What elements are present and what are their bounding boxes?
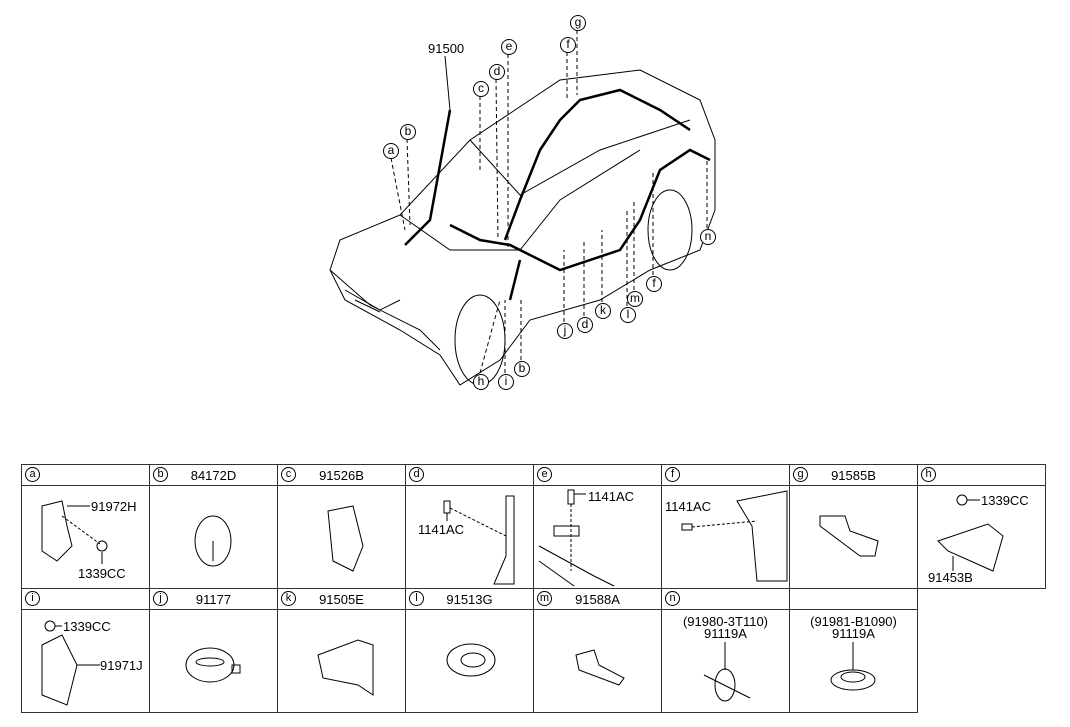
protector-icon <box>327 505 364 572</box>
cell-letter: c <box>281 467 296 482</box>
part-cell-k <box>277 609 406 713</box>
cell-part-number: 91505E <box>319 592 364 607</box>
part-cell-h: 1339CC 91453B <box>917 485 1046 589</box>
cell-part-number: 91585B <box>831 468 876 483</box>
part-label: 91453B <box>928 570 973 585</box>
callout-b2: b <box>514 361 530 377</box>
protector-icon <box>819 515 879 557</box>
part-cell-j <box>149 609 278 713</box>
grommet-icon <box>185 647 241 683</box>
part-label: 1339CC <box>63 619 111 634</box>
part-label: 1141AC <box>665 499 712 514</box>
callout-f: f <box>560 37 576 53</box>
cell-letter: k <box>281 591 296 606</box>
callout-d: d <box>489 64 505 80</box>
cell-letter: h <box>921 467 936 482</box>
cell-letter: g <box>793 467 808 482</box>
cell-letter: m <box>537 591 552 606</box>
cell-letter: l <box>409 591 424 606</box>
wiring-harness <box>404 88 711 301</box>
nut-cover-icon <box>937 494 1004 572</box>
protector-icon <box>575 649 625 686</box>
part-label: 1141AC <box>418 522 465 537</box>
bracket-icon <box>41 500 108 564</box>
main-part-number: 91500 <box>428 41 465 56</box>
bolt-bracket-icon <box>538 489 615 587</box>
callout-i: i <box>498 374 514 390</box>
part-cell-plug: (91981-B1090) 91119A <box>789 609 918 713</box>
cell-letter: d <box>409 467 424 482</box>
cell-part-number: 91526B <box>319 468 364 483</box>
callout-k: k <box>595 303 611 319</box>
callout-f2: f <box>646 276 662 292</box>
part-cell-e: 1141AC <box>533 485 662 589</box>
cell-part-number: 91588A <box>575 592 620 607</box>
cell-letter: j <box>153 591 168 606</box>
part-cell-n: (91980-3T110) 91119A <box>661 609 790 713</box>
callout-d2: d <box>577 317 593 333</box>
cell-letter: i <box>25 591 40 606</box>
part-label: 91972H <box>91 499 137 514</box>
cell-letter: n <box>665 591 680 606</box>
protector-icon <box>317 639 374 696</box>
part-cell-c <box>277 485 406 589</box>
part-label: 91119A <box>832 626 875 641</box>
cell-part-number: 91513G <box>446 592 493 607</box>
part-label: 91119A <box>704 626 747 641</box>
part-cell-b <box>149 485 278 589</box>
cell-letter: b <box>153 467 168 482</box>
bolt-pillar-icon <box>443 495 515 585</box>
callout-m: m <box>627 291 643 307</box>
part-label: (91980-3T110) <box>682 614 769 629</box>
part-label: 1141AC <box>588 489 635 504</box>
cell-part-number: 91177 <box>195 592 232 607</box>
nut-bracket-icon <box>41 620 100 706</box>
callout-n: n <box>700 229 716 245</box>
part-cell-m <box>533 609 662 713</box>
part-label: 91971J <box>100 658 143 673</box>
part-cell-a: 91972H 1339CC <box>21 485 150 589</box>
plug-icon <box>830 642 876 691</box>
callout-e: e <box>501 39 517 55</box>
cell-letter: f <box>665 467 680 482</box>
callout-l: l <box>620 307 636 323</box>
callout-c: c <box>473 81 489 97</box>
car-body-outline <box>329 69 716 386</box>
part-cell-l <box>405 609 534 713</box>
parts-table: a b 84172D c 91526B d e f g 91585B h 91972H… <box>21 464 1046 713</box>
part-label: 1339CC <box>981 493 1029 508</box>
grommet-icon <box>446 643 496 677</box>
part-label: 1339CC <box>78 566 126 581</box>
callout-h: h <box>473 374 489 390</box>
car-wiring-illustration <box>329 30 716 386</box>
bolt-panel-icon <box>681 490 788 582</box>
part-cell-g <box>789 485 918 589</box>
part-cell-d: 1141AC <box>405 485 534 589</box>
callout-a: a <box>383 143 399 159</box>
part-label: (91981-B1090) <box>810 614 897 629</box>
callout-b: b <box>400 124 416 140</box>
part-cell-i: 1339CC 91971J <box>21 609 150 713</box>
callout-g: g <box>570 15 586 31</box>
grommet-icon <box>194 515 232 567</box>
cell-letter: e <box>537 467 552 482</box>
cell-letter: a <box>25 467 40 482</box>
cell-part-number: 84172D <box>190 468 237 483</box>
part-cell-f: 1141AC <box>661 485 790 589</box>
callout-j: j <box>557 323 573 339</box>
grommet-icon <box>703 642 751 702</box>
